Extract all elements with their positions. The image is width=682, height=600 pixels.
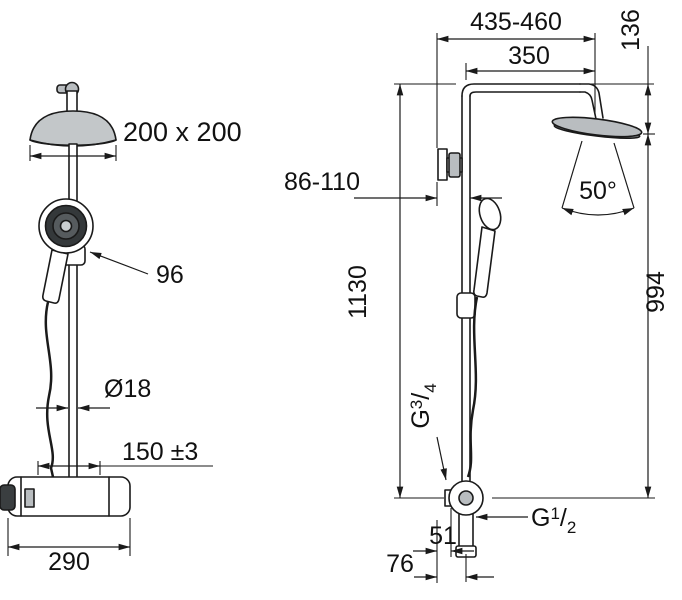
dim-head-drop-and-height: 136 994 bbox=[492, 9, 670, 499]
dim-head-size: 200 x 200 bbox=[29, 117, 242, 161]
valve-hub bbox=[458, 490, 474, 506]
hand-shower-front bbox=[38, 198, 94, 254]
dim-column-height: 1130 bbox=[344, 83, 456, 499]
mixer-handle bbox=[0, 484, 16, 511]
front-view: 200 x 200 96 Ø18 150 ±3 290 bbox=[0, 81, 242, 576]
spray-cone-left-line bbox=[561, 140, 583, 209]
dim-supply-thread: G3/4 bbox=[407, 383, 447, 481]
mixer-body-front bbox=[0, 476, 131, 517]
union-nut bbox=[448, 152, 461, 178]
spray-angle-label: 50° bbox=[579, 177, 617, 205]
head-drop-label: 136 bbox=[617, 9, 645, 51]
leader-line bbox=[89, 251, 149, 275]
hand-shower-diameter-label: 96 bbox=[156, 261, 184, 289]
outlet-offset-label: 76 bbox=[386, 550, 414, 578]
dim-wall-distance: 86-110 bbox=[284, 168, 502, 206]
top-arm-outer-edge bbox=[461, 83, 581, 97]
spray-cone: 50° bbox=[561, 140, 635, 216]
dim-outlet-offset: 76 bbox=[386, 550, 494, 582]
dim-bar-diameter: Ø18 bbox=[36, 375, 151, 412]
projection-range-label: 435-460 bbox=[470, 8, 562, 36]
wall-union bbox=[437, 148, 463, 181]
overhead-shower-front bbox=[29, 110, 117, 147]
hand-shower-center-cap bbox=[59, 219, 73, 233]
arm-projection-label: 350 bbox=[508, 42, 550, 70]
wall-flange bbox=[437, 148, 448, 181]
side-view: 50° 435-460 bbox=[284, 8, 670, 583]
dim-hand-shower-diameter: 96 bbox=[89, 251, 184, 289]
overhead-shower-side bbox=[551, 116, 643, 140]
column-height-label: 1130 bbox=[344, 265, 372, 319]
leader-arrow bbox=[436, 436, 447, 481]
head-neck-inner bbox=[579, 91, 597, 120]
shower-arm-front bbox=[56, 81, 80, 116]
mixer-collar bbox=[24, 488, 35, 508]
supply-offset-label: 51 bbox=[429, 522, 457, 550]
head-height-label: 994 bbox=[642, 271, 670, 313]
outlet-thread-label: G1/2 bbox=[531, 504, 576, 537]
shower-rail-front bbox=[68, 143, 78, 479]
dim-outlet-thread: G1/2 bbox=[475, 504, 576, 537]
hand-shower-handle-front bbox=[42, 249, 69, 304]
hand-shower-handle-side bbox=[473, 226, 496, 298]
dim-connection-spacing: 150 ±3 bbox=[37, 438, 213, 475]
head-disc bbox=[551, 116, 643, 138]
hand-shower-slider bbox=[456, 292, 476, 319]
mixer-width-label: 290 bbox=[48, 548, 90, 576]
dim-projection-range: 435-460 bbox=[436, 8, 596, 148]
wall-distance-label: 86-110 bbox=[284, 168, 360, 196]
dim-supply-offset: 51 bbox=[413, 508, 474, 583]
hand-shower-head-side bbox=[478, 197, 502, 231]
top-arm-inner-edge bbox=[469, 91, 581, 97]
head-dome bbox=[29, 110, 117, 147]
angle-arc bbox=[561, 207, 635, 216]
shower-column-side bbox=[461, 83, 604, 551]
dim-arm-projection: 350 bbox=[465, 42, 596, 80]
supply-thread-label: G3/4 bbox=[407, 383, 440, 428]
connection-spacing-label: 150 ±3 bbox=[122, 438, 198, 466]
spray-cone-right-line bbox=[613, 142, 635, 209]
head-size-label: 200 x 200 bbox=[123, 117, 242, 147]
dim-mixer-width: 290 bbox=[7, 518, 131, 576]
bar-diameter-label: Ø18 bbox=[104, 375, 151, 403]
shower-hose-side bbox=[466, 296, 479, 478]
shower-hose-front bbox=[44, 301, 55, 478]
